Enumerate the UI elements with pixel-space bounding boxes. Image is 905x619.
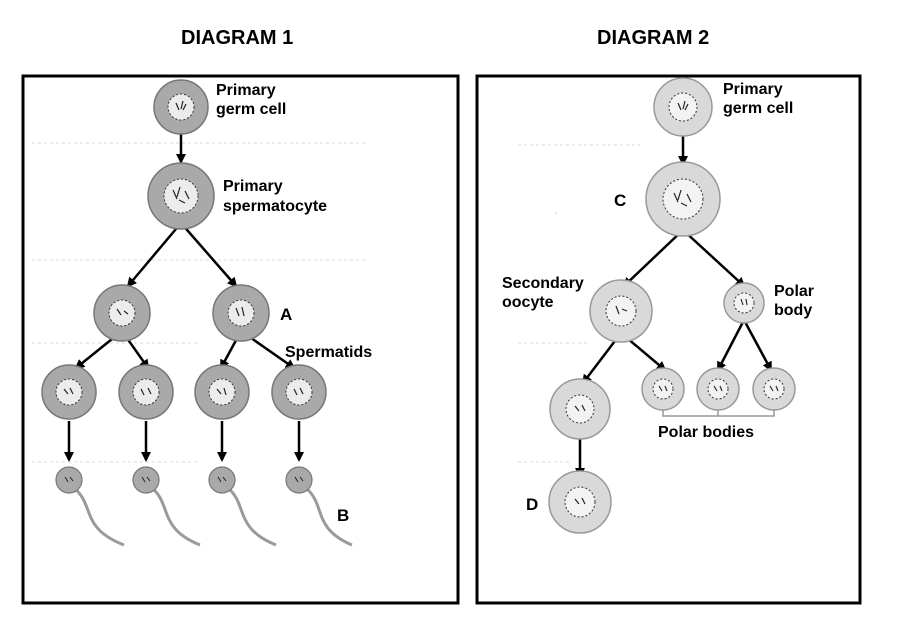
diagram2-label-secondary-oocyte-line2: oocyte: [502, 294, 554, 311]
diagram1-label-primary-spermatocyte-line2: spermatocyte: [223, 198, 327, 215]
diagram1-guides: [32, 142, 365, 463]
diagram2-guides: [518, 144, 640, 463]
diagram1-spermatid-1: [41, 364, 97, 420]
diagram2-label-c: C: [614, 191, 626, 210]
diagram2-title: DIAGRAM 2: [597, 27, 710, 49]
diagram1-sperm-head-2: [132, 466, 160, 494]
diagram1-sperm-head-1: [55, 466, 83, 494]
diagram1-spermatid-4: [271, 364, 327, 420]
diagram1-sperm-head-4: [285, 466, 313, 494]
diagram1-secondary-spermatocyte-a: [212, 284, 270, 342]
diagram2-label-primary-germ-cell-line1: Primary: [723, 81, 783, 98]
diagram2-first-polar-body: [723, 282, 765, 324]
diagram1-sperm-head-3: [208, 466, 236, 494]
diagram2-label-polar-bodies: Polar bodies: [658, 424, 754, 441]
diagram2-polar-body-3: [752, 367, 796, 411]
diagram1-secondary-spermatocyte-left: [93, 284, 151, 342]
diagram2-label-d: D: [526, 495, 538, 514]
diagram2-polar-body-1: [641, 367, 685, 411]
diagram1-spermatid-2: [118, 364, 174, 420]
diagram1-label-a: A: [280, 305, 292, 324]
diagram1-spermatid-3: [194, 364, 250, 420]
diagram1-primary-germ-cell: [153, 79, 209, 135]
diagram1-label-primary-spermatocyte-line1: Primary: [223, 178, 283, 195]
diagram2-cell-c: [645, 161, 721, 237]
diagram2-label-polar-body-line2: body: [774, 302, 812, 319]
diagram2-polar-body-2: [696, 367, 740, 411]
diagram1-label-primary-germ-cell-line1: Primary: [216, 82, 276, 99]
diagram1-label-b: B: [337, 506, 349, 525]
diagram2-label-polar-body-line1: Polar: [774, 283, 814, 300]
diagram2-cell-d: [548, 470, 612, 534]
diagram2-ootid: [549, 378, 611, 440]
diagram2-panel: [475, 74, 862, 605]
diagram2-label-secondary-oocyte-line1: Secondary: [502, 275, 584, 292]
diagram1-title: DIAGRAM 1: [181, 27, 294, 49]
diagram1-primary-spermatocyte: [147, 162, 215, 230]
diagram2-label-primary-germ-cell-line2: germ cell: [723, 100, 793, 117]
diagram1-label-primary-germ-cell-line2: germ cell: [216, 101, 286, 118]
diagram1-sperm-tails: [73, 486, 353, 547]
diagram2-primary-germ-cell: [653, 77, 713, 137]
diagram2-secondary-oocyte: [589, 279, 653, 343]
diagram1-label-spermatids: Spermatids: [285, 344, 372, 361]
